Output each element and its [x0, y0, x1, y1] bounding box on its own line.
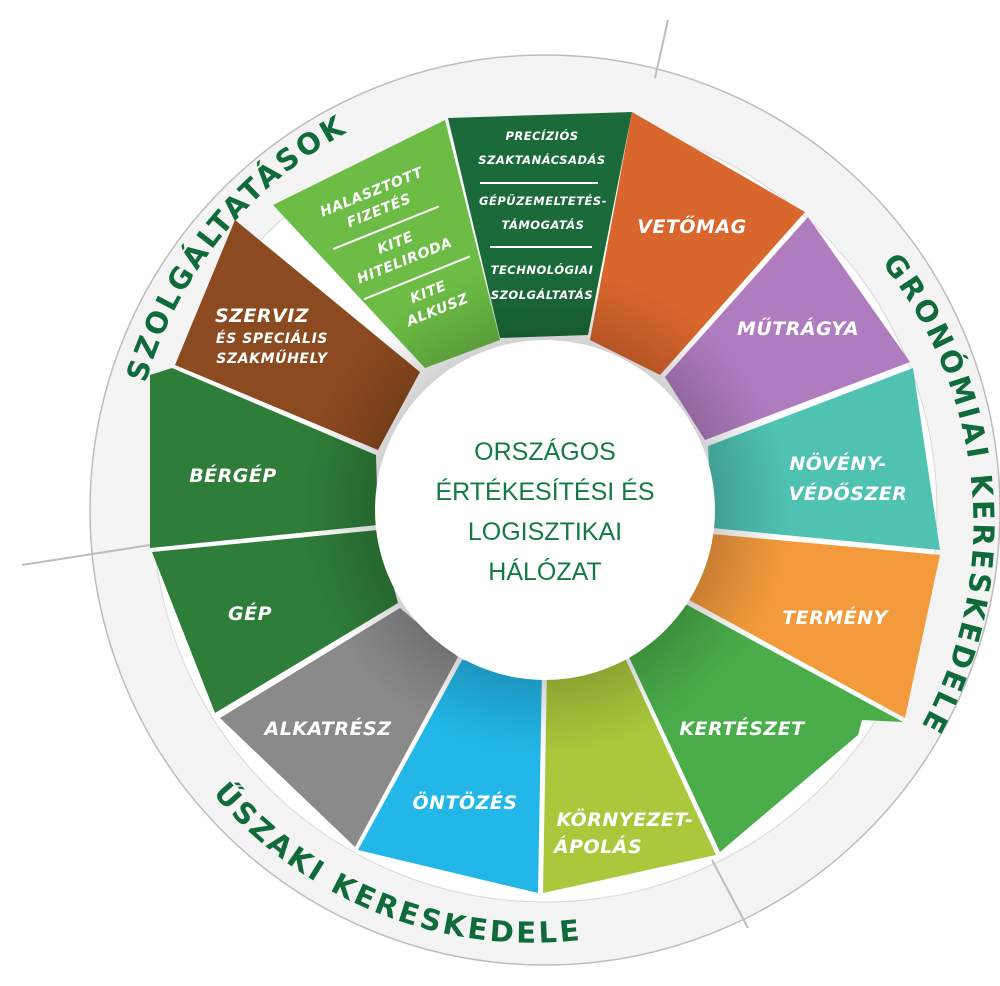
- label-novenyvedoszer-2: VÉDŐSZER: [789, 481, 908, 505]
- label-szerviz-2: ÉS SPECIÁLIS: [216, 330, 328, 347]
- label-mutragya: MŰTRÁGYA: [737, 316, 859, 340]
- financial-divider-2: [363, 255, 471, 301]
- label-szerviz-3: SZAKMŰHELY: [216, 349, 329, 367]
- label-precizios-2: SZAKTANÁCSADÁS: [478, 152, 605, 167]
- label-kerteszet: KERTÉSZET: [679, 717, 806, 740]
- label-gep: GÉP: [228, 602, 272, 625]
- label-kornyezetapolas-2: ÁPOLÁS: [552, 835, 642, 858]
- center-title-line-2: ÉRTÉKESÍTÉSI ÉS: [435, 477, 654, 506]
- label-technologiai-2: SZOLGÁLTATÁS: [491, 287, 593, 302]
- label-ontozes: ÖNTÖZÉS: [412, 790, 517, 814]
- label-termeny: TERMÉNY: [782, 606, 889, 629]
- ring-divider-left: [21, 544, 151, 566]
- label-precizios-1: PRECÍZIÓS: [505, 128, 578, 143]
- label-bergep: BÉRGÉP: [189, 464, 277, 487]
- ring-divider-bottom: [711, 859, 749, 929]
- ring-divider-top: [654, 19, 669, 79]
- center-title-line-1: ORSZÁGOS: [474, 437, 616, 466]
- center-title-line-3: LOGISZTIKAI: [468, 518, 622, 546]
- center-disc: [375, 340, 715, 680]
- center-title-line-4: HÁLÓZAT: [488, 557, 601, 586]
- financial-divider-1: [332, 205, 440, 251]
- label-kornyezetapolas-1: KÖRNYEZET-: [557, 807, 694, 831]
- label-technologiai-1: TECHNOLÓGIAI: [491, 262, 594, 277]
- label-vetomag: VETŐMAG: [637, 214, 747, 238]
- label-gepuzemeltetes-1: GÉPÜZEMELTETÉS-: [479, 193, 607, 208]
- label-novenyvedoszer-1: NÖVÉNY-: [789, 451, 886, 475]
- label-szerviz: SZERVIZ: [215, 305, 310, 327]
- label-alkatresz: ALKATRÉSZ: [263, 717, 393, 740]
- label-gepuzemeltetes-2: TÁMOGATÁS: [502, 217, 585, 232]
